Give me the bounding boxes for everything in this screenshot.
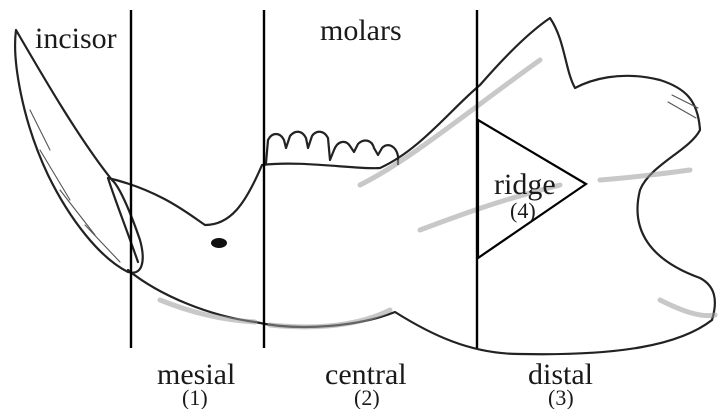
label-incisor: incisor [35, 22, 117, 55]
incisor-hatch [85, 225, 120, 262]
label-molars: molars [320, 14, 402, 47]
shading-stroke [360, 60, 540, 185]
label-ridge: ridge [494, 168, 556, 201]
mandible-drawing [15, 18, 715, 354]
incisor-outline [15, 30, 143, 273]
label-mesial-number: (1) [182, 385, 208, 409]
label-distal-number: (3) [548, 385, 574, 409]
shading-stroke [660, 300, 715, 316]
incisor-hatch [40, 150, 70, 200]
shading-stroke [600, 170, 690, 180]
label-ridge-number: (4) [510, 198, 536, 223]
jaw-outline [108, 18, 715, 354]
foramen [211, 238, 227, 248]
label-central-number: (2) [354, 385, 380, 409]
shading-stroke [270, 310, 390, 327]
molar-teeth [266, 132, 398, 164]
incisor-hatch [30, 110, 50, 150]
incisor-hatch [60, 190, 95, 235]
